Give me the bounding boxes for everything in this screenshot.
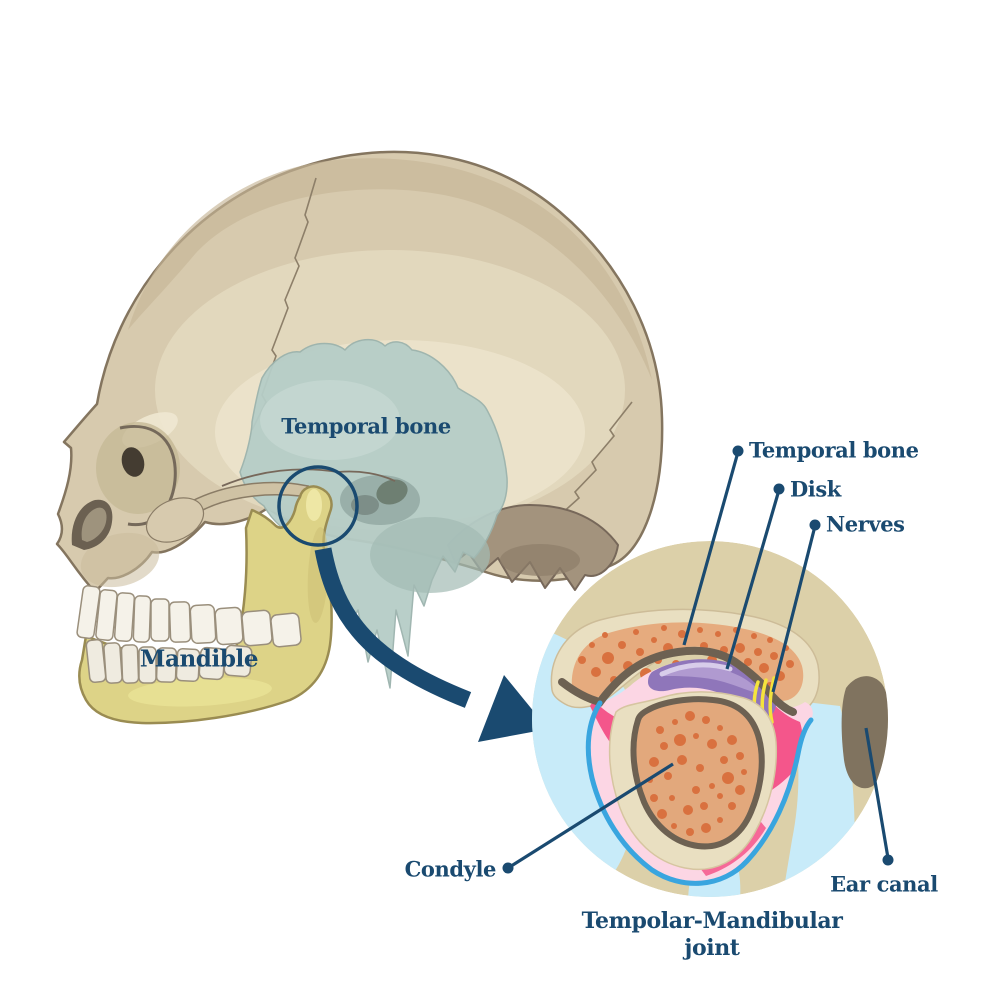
leader-disk	[725, 489, 781, 670]
orbit-foramen	[121, 447, 145, 477]
upper-teeth	[76, 585, 302, 648]
zygomatic-arch	[189, 481, 310, 518]
inset-caption-line2: joint	[684, 935, 740, 961]
inset-temporal-spongy	[571, 622, 804, 701]
temporal-highlight	[260, 380, 400, 460]
inset-circle	[532, 541, 888, 897]
skull-illustration	[55, 150, 664, 725]
skull-base-shade	[500, 544, 580, 576]
mandible-highlight	[128, 677, 272, 707]
inset-label-ear-canal: Ear canal	[830, 871, 938, 897]
dot-temporal-bone	[732, 445, 744, 457]
zoom-arrow	[314, 547, 548, 742]
leader-lines	[507, 451, 890, 870]
cranium-shade-top	[128, 158, 652, 380]
dot-disk	[773, 483, 785, 495]
capsule-blue-outline	[585, 700, 814, 886]
nasal-highlight	[81, 507, 107, 542]
inset-label-nerves: Nerves	[826, 511, 905, 537]
leader-condyle	[507, 762, 674, 870]
leader-temporal-bone	[682, 451, 740, 646]
dot-condyle	[502, 862, 514, 874]
leader-ear-canal	[864, 727, 890, 859]
inset-label-disk: Disk	[790, 476, 841, 502]
leader-dots	[502, 445, 894, 874]
ear-opening	[376, 479, 408, 505]
lower-teeth	[85, 639, 253, 684]
inset-label-temporal-bone: Temporal bone	[749, 437, 919, 463]
disk-inner	[660, 666, 762, 694]
inset-caption-line1: Tempolar-Mandibular	[581, 908, 843, 934]
leader-nerves	[771, 525, 817, 693]
magnifier-circle	[277, 465, 359, 547]
skull-label-temporal-bone: Temporal bone	[281, 413, 451, 439]
condyle-highlight	[306, 489, 322, 521]
temporal-shade	[370, 517, 490, 593]
cheekbone	[145, 497, 205, 543]
dot-ear-canal	[882, 854, 894, 866]
dot-nerves	[809, 519, 821, 531]
inset-caption: Tempolar-Mandibular joint	[582, 908, 843, 962]
inset-label-condyle: Condyle	[404, 856, 497, 882]
disk-highlight	[659, 662, 733, 677]
maxilla-shade	[80, 532, 160, 588]
skull-label-mandible: Mandible	[139, 645, 259, 673]
